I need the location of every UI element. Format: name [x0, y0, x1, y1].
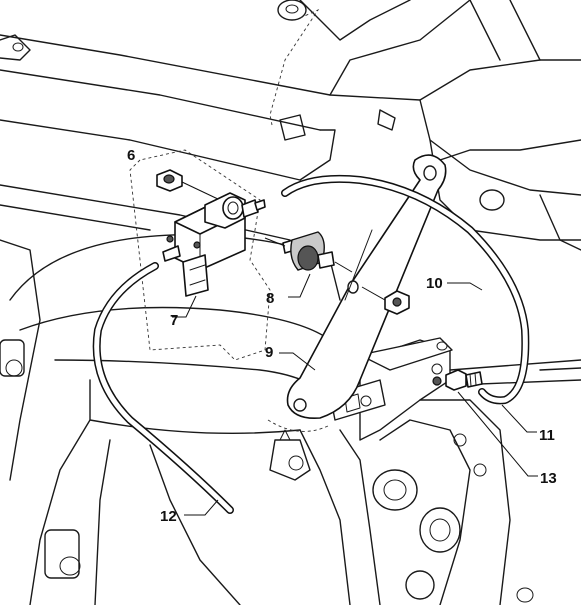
- callout-11: 11: [539, 427, 555, 444]
- part-10-flange-nut: [361, 282, 483, 315]
- assembly-outline: [129, 149, 271, 361]
- callout-6: 6: [127, 147, 135, 164]
- part-9-lever-arm: [267, 154, 447, 432]
- part-12-vacuum-hose: [92, 262, 234, 516]
- part-11-vacuum-hose: [281, 174, 537, 433]
- part-6-nut: [156, 169, 221, 201]
- part-7-solenoid-valve: [162, 192, 266, 318]
- callout-7: 7: [170, 312, 178, 329]
- callout-12: 12: [160, 508, 177, 525]
- callout-10: 10: [426, 275, 443, 292]
- part-8-rubber-mount: [264, 231, 353, 298]
- part-13-hose-fitting: [432, 369, 538, 477]
- callout-8: 8: [266, 290, 274, 307]
- callout-9: 9: [265, 344, 273, 361]
- callout-13: 13: [540, 470, 557, 487]
